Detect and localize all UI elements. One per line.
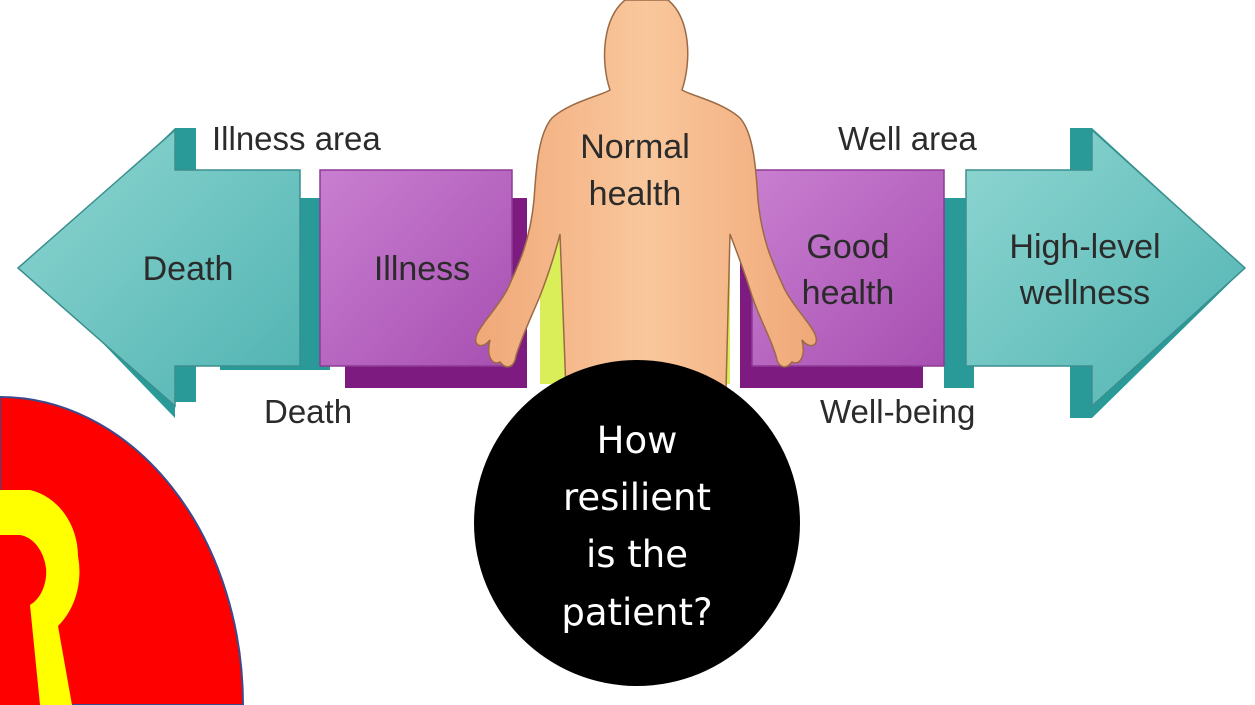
normal-health-line-2: health xyxy=(589,175,682,213)
question-line-2: resilient xyxy=(563,476,711,519)
death-box-label: Death xyxy=(143,250,234,288)
wellness-arrow xyxy=(966,128,1245,418)
question-line-3: is the xyxy=(586,533,688,576)
well-area-label: Well area xyxy=(838,120,977,157)
illness-area-label: Illness area xyxy=(212,120,381,157)
good-health-line-2: health xyxy=(802,274,895,312)
question-bubble: How resilient is the patient? xyxy=(474,360,800,686)
illness-box-label: Illness xyxy=(374,250,470,288)
decorative-logo xyxy=(0,397,243,705)
good-health-line-1: Good xyxy=(806,228,889,266)
normal-health-line-1: Normal xyxy=(580,128,690,166)
question-line-1: How xyxy=(597,419,678,462)
high-level-wellness-line-2: wellness xyxy=(1019,274,1150,312)
question-line-4: patient? xyxy=(561,591,712,634)
high-level-wellness-line-1: High-level xyxy=(1009,228,1160,266)
death-bottom-label: Death xyxy=(264,393,352,430)
well-being-label: Well-being xyxy=(820,393,975,430)
